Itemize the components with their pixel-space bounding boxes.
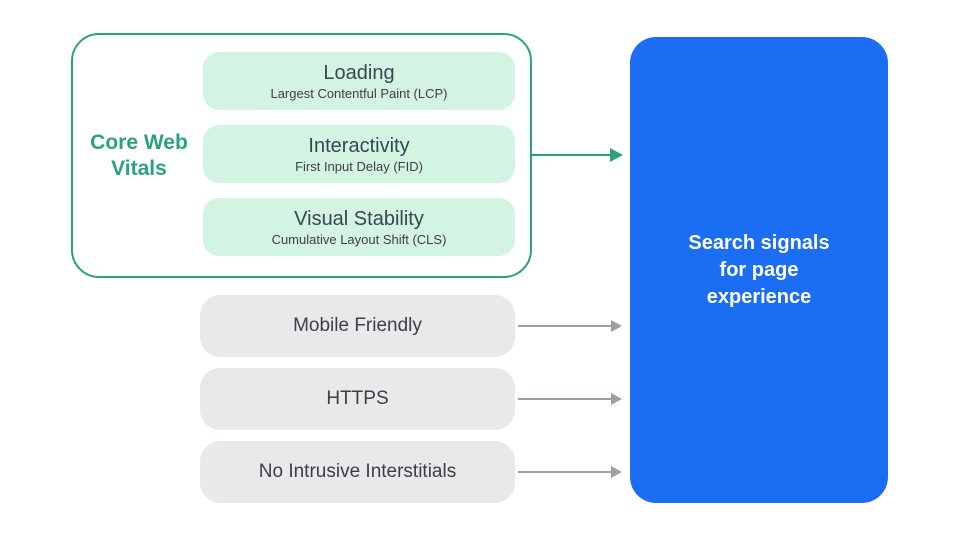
arrow-head-icon: [611, 466, 622, 478]
search-signals-box: Search signals for page experience: [630, 37, 888, 503]
signal-pill-https: HTTPS: [200, 368, 515, 430]
arrow-shaft: [518, 398, 613, 400]
vital-pill-visual-stability: Visual Stability Cumulative Layout Shift…: [203, 198, 515, 256]
search-signals-line: Search signals: [688, 231, 830, 254]
signal-pill-mobile-friendly: Mobile Friendly: [200, 295, 515, 357]
core-web-vitals-group: Core Web Vitals Loading Largest Contentf…: [71, 33, 532, 278]
vital-title: Visual Stability: [294, 207, 424, 230]
vital-pill-loading: Loading Largest Contentful Paint (LCP): [203, 52, 515, 110]
search-signals-line: for page: [719, 258, 799, 281]
arrow-shaft: [518, 471, 613, 473]
arrow-head-icon: [610, 148, 623, 162]
signal-pill-no-intrusive-interstitials: No Intrusive Interstitials: [200, 441, 515, 503]
arrow-head-icon: [611, 393, 622, 405]
vital-title: Loading: [323, 61, 395, 84]
vital-subtitle: Cumulative Layout Shift (CLS): [271, 231, 447, 247]
search-signals-text: Search signals for page experience: [688, 230, 829, 311]
vital-subtitle: First Input Delay (FID): [295, 158, 423, 174]
search-signals-line: experience: [706, 285, 812, 308]
vital-pill-interactivity: Interactivity First Input Delay (FID): [203, 125, 515, 183]
arrow-shaft: [532, 154, 612, 156]
core-web-vitals-label: Core Web Vitals: [90, 130, 188, 180]
arrow-shaft: [518, 325, 613, 327]
vital-subtitle: Largest Contentful Paint (LCP): [270, 85, 448, 101]
arrow-head-icon: [611, 320, 622, 332]
vital-title: Interactivity: [308, 134, 410, 157]
